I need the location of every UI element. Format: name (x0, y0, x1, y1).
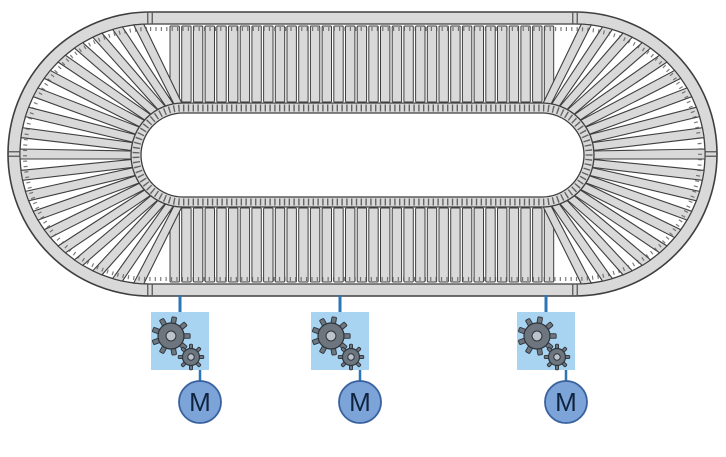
carrier-slat (204, 207, 216, 283)
carrier-slat (532, 25, 543, 103)
carrier-slat (473, 207, 485, 283)
carrier-slat (497, 25, 508, 103)
gear-hub (553, 353, 561, 361)
carrier-slat (426, 207, 438, 283)
carrier-slat (438, 207, 449, 283)
carrier-slat (309, 25, 321, 103)
drive-unit: M (151, 295, 222, 424)
carrier-slat (239, 207, 251, 283)
inner-ring-teeth (132, 104, 593, 206)
carrier-slat (298, 207, 309, 283)
motor-label: M (189, 387, 211, 417)
carrier-slat (286, 25, 297, 103)
carrier-slat (274, 207, 286, 283)
gear-hub (325, 330, 337, 342)
carrier-slat (450, 25, 461, 103)
carrier-slat (298, 25, 309, 103)
bottom-slat-row (169, 207, 555, 283)
carrier-slat (485, 207, 496, 283)
carrier-slat (192, 207, 204, 283)
carrier-slat (181, 25, 192, 103)
carrier-slat (228, 25, 239, 103)
carrier-slat (274, 25, 286, 103)
carrier-slat (368, 207, 379, 283)
drive-unit: M (311, 295, 382, 424)
outer-roller-ticks (23, 27, 702, 281)
carrier-slat (508, 207, 520, 283)
gear-icon-large (152, 316, 191, 356)
carrier-slat (216, 207, 227, 283)
gear-hub (531, 330, 543, 342)
carrier-slat (345, 25, 356, 103)
carrier-slat (321, 25, 333, 103)
gear-icon-large (518, 316, 557, 356)
carrier-slat (520, 207, 531, 283)
carrier-slat (263, 207, 274, 283)
carrier-slat (438, 25, 449, 103)
carrier-slat (216, 25, 227, 103)
carrier-slat (228, 207, 239, 283)
carrier-slat (461, 207, 473, 283)
carrier-slat (356, 25, 368, 103)
gear-hub (165, 330, 177, 342)
carrier-slat (251, 25, 262, 103)
carrier-slat (263, 25, 274, 103)
carrier-slat (309, 207, 321, 283)
gear-hub (187, 353, 195, 361)
carrier-slat (380, 25, 391, 103)
radial-slat (591, 148, 706, 160)
carrier-slat (356, 207, 368, 283)
carrier-slat (391, 25, 403, 103)
carrier-slat (333, 207, 344, 283)
carrier-slat (450, 207, 461, 283)
motor-label: M (555, 387, 577, 417)
motor-circle (178, 380, 222, 424)
gear-icon-small (177, 343, 205, 371)
motor-circle (544, 380, 588, 424)
carrier-slat (473, 25, 485, 103)
carrier-slat (286, 207, 297, 283)
rim-roller-ticks (23, 27, 702, 281)
carrier-slat (368, 25, 379, 103)
gear-icon-small (543, 343, 571, 371)
carrier-slat (426, 25, 438, 103)
carrier-slat (508, 25, 520, 103)
carrier-slat (532, 207, 543, 283)
carrier-slat (321, 207, 333, 283)
gear-icon-small (337, 343, 365, 371)
carrier-slat (415, 25, 426, 103)
carrier-slat (485, 25, 496, 103)
carrier-slat (239, 25, 251, 103)
carrier-slat (380, 207, 391, 283)
gear-hub (347, 353, 355, 361)
inner-ring (130, 102, 595, 208)
gear-icon-large (312, 316, 351, 356)
rim-joint-marks (8, 12, 717, 296)
carrier-slat (403, 207, 414, 283)
carrier-slat (333, 25, 344, 103)
carrier-slat (192, 25, 204, 103)
carrier-slat (391, 207, 403, 283)
carrier-slat (415, 207, 426, 283)
motor-label: M (349, 387, 371, 417)
carrier-slat (251, 207, 262, 283)
inner-ring-inner-edge (140, 112, 585, 198)
right-radial-slats (541, 23, 706, 285)
carrier-slat (520, 25, 531, 103)
carrier-slat (345, 207, 356, 283)
carrier-slat (461, 25, 473, 103)
carrier-slat (181, 207, 192, 283)
carrier-slat (497, 207, 508, 283)
motor-circle (338, 380, 382, 424)
top-slat-row (169, 25, 555, 103)
radial-slat (19, 148, 134, 160)
carrier-slat (204, 25, 216, 103)
drive-unit: M (517, 295, 588, 424)
carrier-slat (403, 25, 414, 103)
